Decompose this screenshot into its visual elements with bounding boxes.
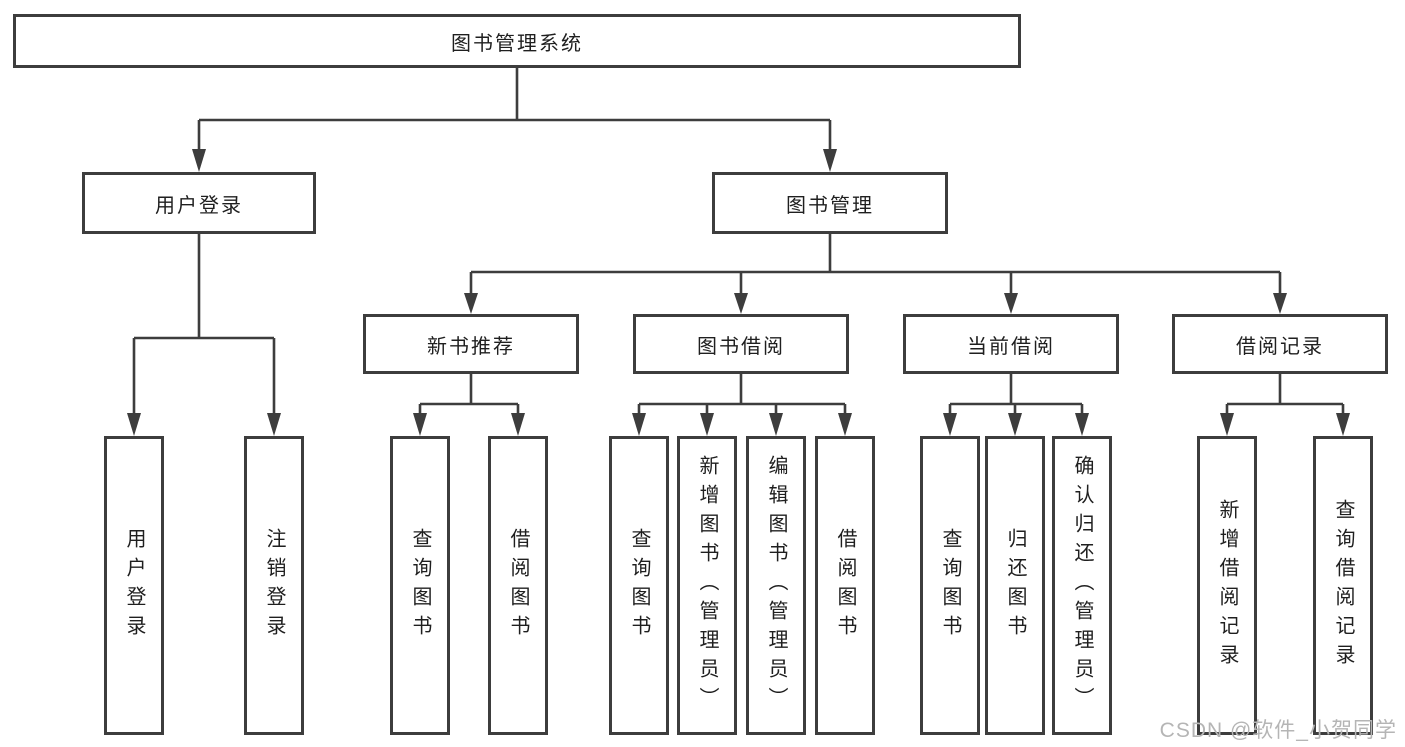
node-new-book-recommend: 新书推荐	[363, 314, 579, 374]
leaf-query-books-current: 查询图书	[920, 436, 980, 735]
node-borrow-record: 借阅记录	[1172, 314, 1388, 374]
node-book-management: 图书管理	[712, 172, 948, 234]
leaf-add-book-admin: 新增图书（管理员）	[677, 436, 737, 735]
leaf-return-book: 归还图书	[985, 436, 1045, 735]
leaf-query-books-borrow: 查询图书	[609, 436, 669, 735]
leaf-confirm-return-admin: 确认归还（管理员）	[1052, 436, 1112, 735]
leaf-query-borrow-record: 查询借阅记录	[1313, 436, 1373, 735]
arrowheads	[127, 149, 1350, 436]
node-root-system: 图书管理系统	[13, 14, 1021, 68]
leaf-query-books-recommend: 查询图书	[390, 436, 450, 735]
leaf-user-login: 用户登录	[104, 436, 164, 735]
leaf-borrow-books: 借阅图书	[815, 436, 875, 735]
node-book-borrow: 图书借阅	[633, 314, 849, 374]
csdn-watermark: CSDN @软件_小贺同学	[1159, 719, 1397, 742]
node-user-login: 用户登录	[82, 172, 316, 234]
node-current-borrow: 当前借阅	[903, 314, 1119, 374]
leaf-edit-book-admin: 编辑图书（管理员）	[746, 436, 806, 735]
tree-edges	[132, 68, 1345, 414]
leaf-logout-login: 注销登录	[244, 436, 304, 735]
leaf-borrow-books-recommend: 借阅图书	[488, 436, 548, 735]
leaf-add-borrow-record: 新增借阅记录	[1197, 436, 1257, 735]
